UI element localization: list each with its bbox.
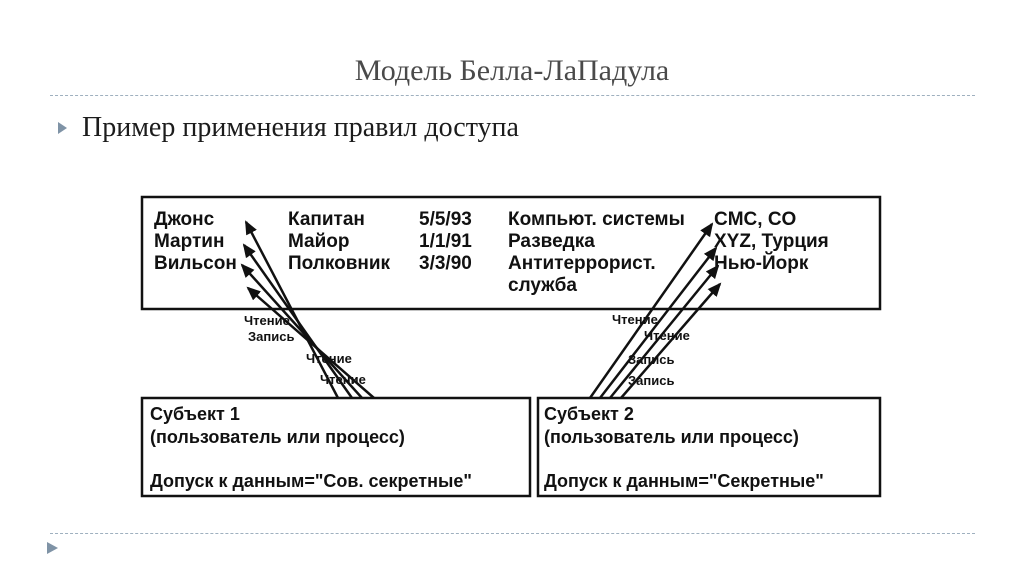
object-name: Вильсон <box>154 253 237 274</box>
subject1-arrows <box>240 220 375 399</box>
object-locations-column: CMC, CO XYZ, Турция Нью-Йорк <box>714 209 829 274</box>
object-department: Разведка <box>508 231 595 252</box>
read-arrow-wilson <box>240 263 363 399</box>
arrow-label: Чтение <box>320 372 366 387</box>
bullet-text: Пример применения правил доступа <box>82 112 519 143</box>
subject2-box <box>536 396 882 498</box>
subject2-desc: (пользователь или процесс) <box>544 427 799 447</box>
object-date: 3/3/90 <box>419 253 472 274</box>
object-date: 1/1/91 <box>419 231 472 252</box>
object-dates-column: 5/5/93 1/1/91 3/3/90 <box>419 209 472 274</box>
arrow-label: Запись <box>628 373 674 388</box>
object-rank: Полковник <box>288 253 391 274</box>
bullet-item: Пример применения правил доступа <box>56 112 519 144</box>
subject1-desc: (пользователь или процесс) <box>150 427 405 447</box>
write-arrow-newyork-2 <box>620 282 722 399</box>
title-divider <box>50 95 975 96</box>
objects-box <box>140 195 882 311</box>
subject2-arrow-labels: Чтение Чтение Запись Запись <box>612 312 690 388</box>
arrow-label: Чтение <box>644 328 690 343</box>
read-arrow-cmc <box>588 222 714 399</box>
object-name: Мартин <box>154 231 224 252</box>
arrow-label: Запись <box>248 329 294 344</box>
subject2-title: Субъект 2 <box>544 404 634 424</box>
read-arrow-jones <box>244 220 340 399</box>
read-arrow-xyz <box>599 246 718 399</box>
object-departments-column: Компьют. системы Разведка Антитеррорист.… <box>508 209 685 296</box>
read-arrow-wilson-2 <box>246 286 375 399</box>
subject2-arrows <box>588 222 722 399</box>
object-rank: Майор <box>288 231 350 252</box>
arrow-label: Чтение <box>306 351 352 366</box>
triangle-nav-icon <box>47 542 58 554</box>
object-location: CMC, CO <box>714 209 796 230</box>
object-department: Антитеррорист. <box>508 253 656 274</box>
arrow-label: Чтение <box>244 313 290 328</box>
subject1-box <box>140 396 532 498</box>
subject1-arrow-labels: Чтение Запись Чтение Чтение <box>244 313 366 387</box>
object-department: служба <box>508 275 577 296</box>
arrow-label: Запись <box>628 352 674 367</box>
object-date: 5/5/93 <box>419 209 472 230</box>
triangle-bullet-icon <box>58 122 67 134</box>
object-department: Компьют. системы <box>508 209 685 230</box>
arrow-label: Чтение <box>612 312 658 327</box>
object-ranks-column: Капитан Майор Полковник <box>288 209 391 274</box>
footer-divider <box>50 533 975 534</box>
object-location: XYZ, Турция <box>714 231 829 252</box>
write-arrow-newyork <box>609 264 720 399</box>
slide-title: Модель Белла-ЛаПадула <box>354 54 670 87</box>
subject1-clearance: Допуск к данным="Сов. секретные" <box>150 471 472 491</box>
object-rank: Капитан <box>288 209 365 230</box>
subject2-clearance: Допуск к данным="Секретные" <box>544 471 824 491</box>
object-name: Джонс <box>154 209 215 230</box>
object-names-column: Джонс Мартин Вильсон <box>154 209 237 274</box>
write-arrow-martin <box>242 243 354 399</box>
subject1-title: Субъект 1 <box>150 404 240 424</box>
object-location: Нью-Йорк <box>714 252 809 274</box>
